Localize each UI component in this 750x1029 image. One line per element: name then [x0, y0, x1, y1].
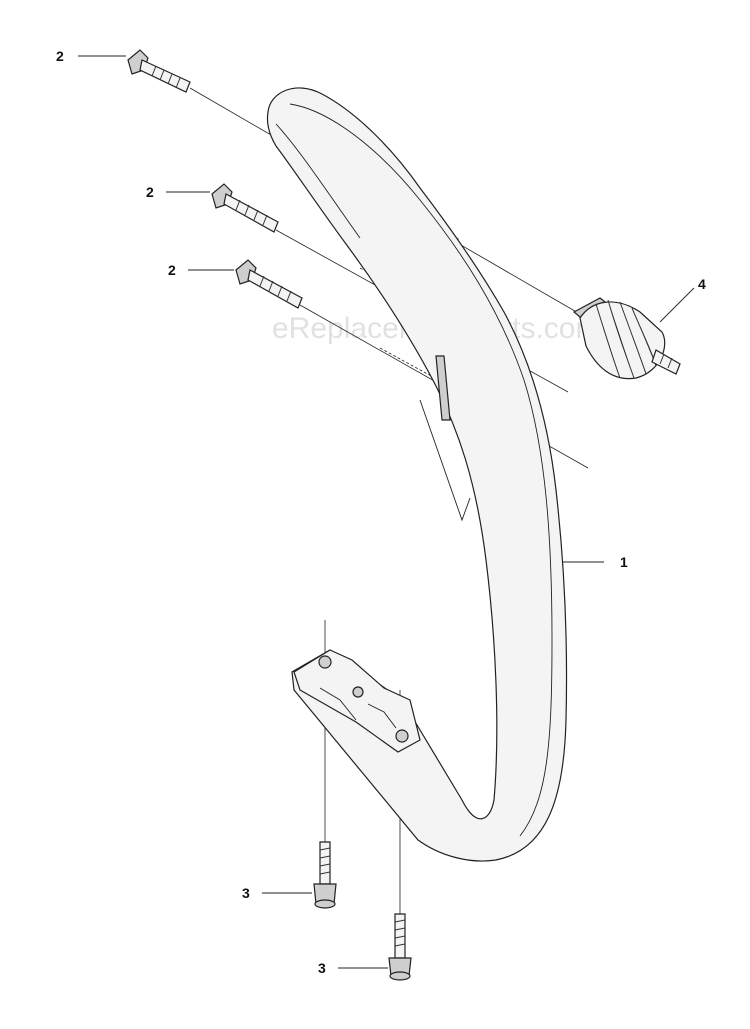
- screw-left: [313, 841, 337, 909]
- callout-bolt-top: 2: [56, 48, 126, 64]
- callout-screw-left: 3: [242, 885, 312, 901]
- callout-number: 4: [698, 276, 706, 292]
- bolt-top: [127, 49, 191, 93]
- callout-number: 3: [318, 960, 326, 976]
- callout-number: 2: [168, 262, 176, 278]
- callout-number: 3: [242, 885, 250, 901]
- bolt-middle: [211, 183, 279, 233]
- callout-handle: 1: [562, 554, 628, 570]
- callout-number: 1: [620, 554, 628, 570]
- callout-bolt-lower: 2: [168, 262, 234, 278]
- front-handle: [266, 87, 568, 862]
- callout-number: 2: [146, 184, 154, 200]
- callout-number: 2: [56, 48, 64, 64]
- bolt-lower: [235, 259, 303, 309]
- callout-screw-right: 3: [318, 960, 388, 976]
- screw-right: [388, 913, 412, 981]
- spring-damper: [572, 297, 681, 380]
- callout-bolt-middle: 2: [146, 184, 210, 200]
- callout-spring: 4: [659, 276, 706, 323]
